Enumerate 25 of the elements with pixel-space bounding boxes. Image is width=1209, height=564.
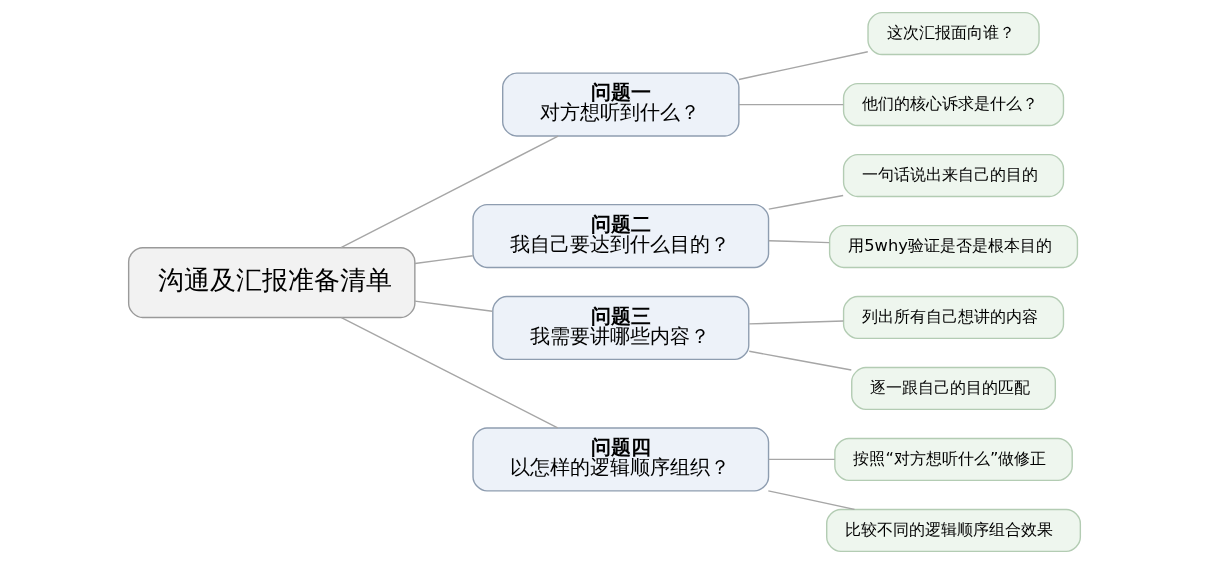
connector: [768, 240, 830, 244]
node-box: 问题四 以怎样的逻辑顺序组织？: [472, 427, 770, 492]
node-box: 逐一跟自己的目的匹配: [851, 366, 1057, 411]
node-box: 按照“对方想听什么”做修正: [834, 437, 1073, 482]
connector: [748, 320, 845, 325]
node-box: 他们的核心诉求是什么？: [842, 82, 1065, 127]
node-box: 列出所有自己想讲的内容: [842, 295, 1065, 340]
node-box: 比较不同的逻辑顺序组合效果: [826, 508, 1082, 553]
node-box: 问题二 我自己要达到什么目的？: [472, 203, 770, 269]
node-box: 沟通及汇报准备清单: [127, 247, 416, 319]
connector: [738, 51, 869, 81]
node-box: 问题一 对方想听到什么？: [502, 72, 740, 137]
connector: [768, 194, 844, 210]
node-box: 用5why验证是否是根本目的: [828, 224, 1079, 269]
connector: [767, 490, 856, 511]
node-box: 问题三 我需要讲哪些内容？: [492, 295, 750, 361]
connector: [768, 458, 836, 461]
connector: [340, 316, 559, 429]
connector: [414, 300, 493, 312]
connector: [414, 255, 474, 265]
node-box: 一句话说出来自己的目的: [842, 153, 1065, 198]
connector: [748, 350, 852, 371]
connector: [738, 103, 844, 106]
connector: [340, 135, 559, 249]
node-box: 这次汇报面向谁？: [867, 11, 1040, 56]
